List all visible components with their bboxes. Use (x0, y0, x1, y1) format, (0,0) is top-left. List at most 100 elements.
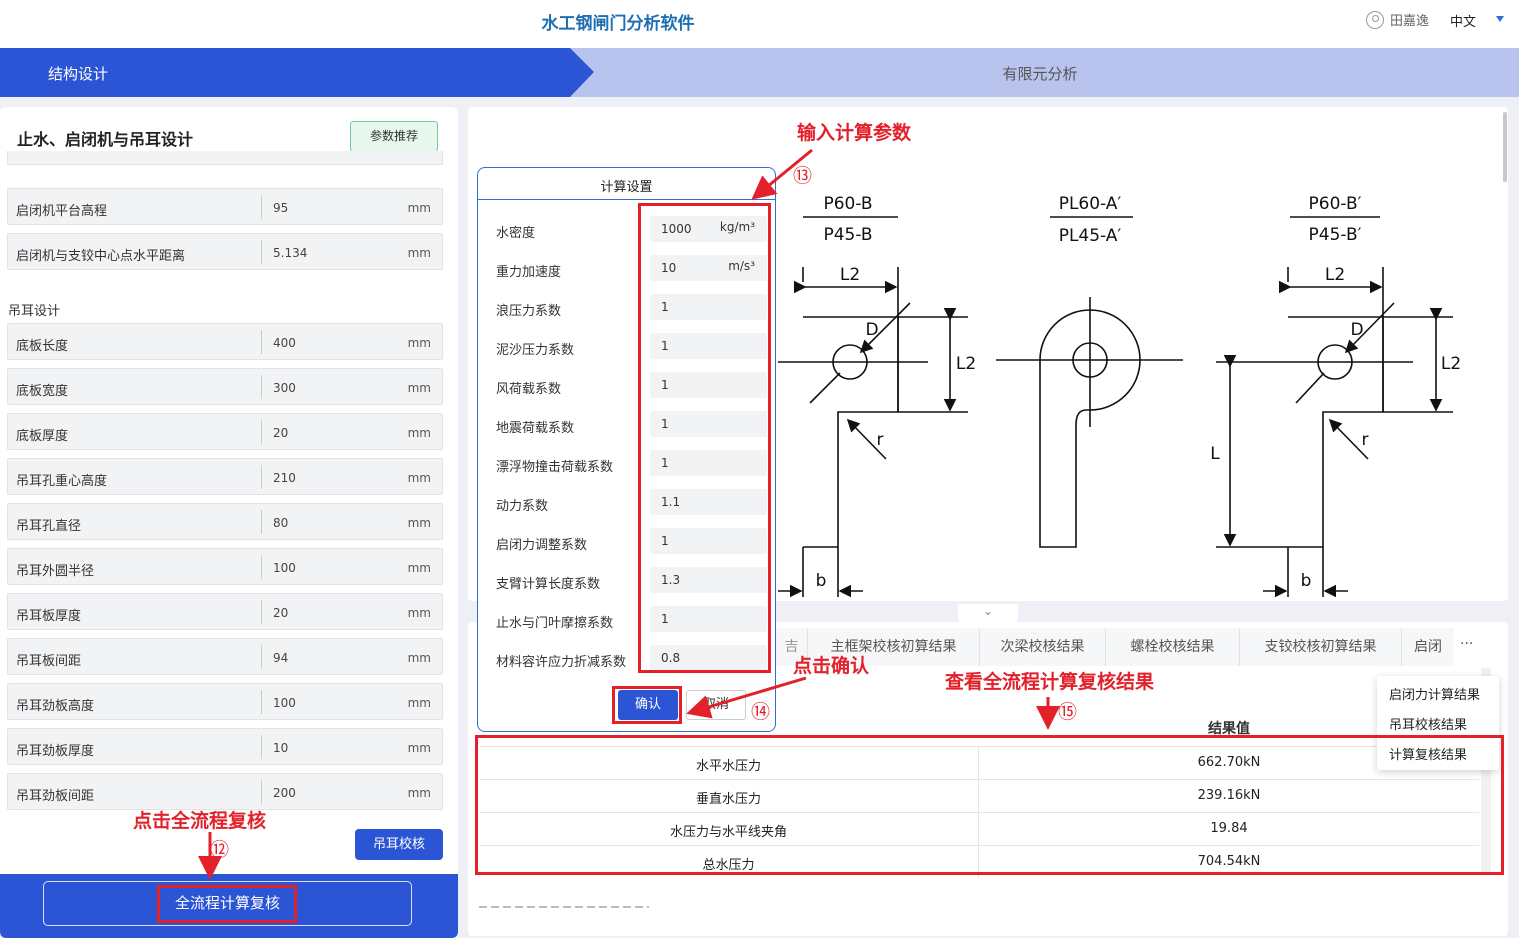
more-tabs-icon[interactable]: ··· (1460, 636, 1474, 652)
chevron-down-icon[interactable]: ⌄ (958, 604, 1018, 626)
row-unit: mm (407, 786, 431, 800)
tab-hoist[interactable]: 启闭 (1402, 628, 1454, 666)
dialog-field-input[interactable]: 1 (650, 294, 767, 320)
param-recommend-button[interactable]: 参数推荐 (350, 121, 438, 152)
row-input[interactable]: 10 (273, 741, 289, 755)
row-input[interactable]: 400 (273, 336, 296, 350)
tab-hinge[interactable]: 支铰校核初算结果 (1240, 628, 1402, 666)
result-value: 19.84 (1210, 821, 1248, 836)
dialog-field-label: 漂浮物撞击荷载系数 (496, 460, 614, 475)
dialog-field-input[interactable]: 1 (650, 372, 767, 398)
row-input[interactable]: 100 (273, 696, 296, 710)
d1-bot-label: P45-B (823, 225, 872, 245)
step-fea[interactable]: 有限元分析 (1002, 65, 1078, 83)
result-value: 662.70kN (1197, 755, 1261, 770)
row-label: 底板长度 (16, 339, 69, 354)
row-unit: mm (407, 426, 431, 440)
row-input[interactable]: 20 (273, 426, 289, 440)
d1-r-label: r (877, 430, 884, 450)
dropdown-item-hoist-force[interactable]: 启闭力计算结果 (1389, 688, 1481, 703)
dialog-field-label: 止水与门叶摩擦系数 (496, 616, 614, 631)
user-menu[interactable]: 田嘉逸 (1366, 10, 1429, 29)
result-name: 垂直水压力 (695, 792, 761, 807)
dropdown-item-lug-check[interactable]: 吊耳校核结果 (1389, 718, 1468, 733)
annotation-num-14: ⑭ (751, 701, 771, 723)
row-label: 吊耳劲板厚度 (16, 744, 95, 759)
annotation-num-13: ⑬ (793, 165, 813, 187)
step-structure-design[interactable]: 结构设计 (0, 48, 594, 97)
row-label: 底板厚度 (16, 429, 69, 444)
row-input[interactable]: 100 (273, 561, 296, 575)
form-row: 启闭机与支铰中心点水平距离 5.134 mm (7, 233, 443, 270)
row-label: 吊耳孔重心高度 (16, 474, 108, 489)
d3-b-label: b (1301, 571, 1312, 591)
dialog-field-label: 地震荷载系数 (496, 421, 575, 436)
annotation-num-15: ⑮ (1058, 701, 1078, 723)
field-value: 1.3 (661, 573, 681, 587)
dialog-field-label: 浪压力系数 (496, 304, 562, 319)
fullflow-check-button[interactable]: 全流程计算复核 (43, 881, 412, 926)
dialog-field-input[interactable]: 1 (650, 606, 767, 632)
results-scrollbar[interactable] (1481, 668, 1491, 873)
row-input[interactable]: 210 (273, 471, 296, 485)
row-unit: mm (407, 651, 431, 665)
row-input[interactable]: 80 (273, 516, 289, 530)
row-input[interactable]: 95 (273, 201, 289, 215)
field-value: 1.1 (661, 495, 681, 509)
row-unit: mm (407, 381, 431, 395)
d2-bot-label: PL45-A′ (1059, 226, 1122, 246)
dialog-field-label: 支臂计算长度系数 (496, 577, 601, 592)
dialog-field-label: 动力系数 (496, 499, 549, 514)
tab-main-frame[interactable]: 主框架校核初算结果 (808, 628, 980, 666)
result-name: 水平水压力 (695, 759, 761, 774)
row-input[interactable]: 200 (273, 786, 296, 800)
tab-secondary-beam[interactable]: 次梁校核结果 (980, 628, 1106, 666)
tab-partial[interactable]: 吉 (776, 628, 808, 666)
language-select[interactable]: 中文 (1450, 15, 1477, 30)
app-title: 水工钢闸门分析软件 (541, 14, 695, 34)
d3-L2-label: L2 (1325, 265, 1345, 285)
dialog-field-input[interactable]: 1 (650, 528, 767, 554)
result-value: 239.16kN (1197, 788, 1261, 803)
annotation-click-fullflow: 点击全流程复核 (133, 810, 267, 832)
dialog-field-input[interactable]: 1 (650, 333, 767, 359)
result-name: 总水压力 (702, 858, 755, 873)
diagram-scrollbar[interactable] (1503, 112, 1507, 182)
row-input[interactable]: 5.134 (273, 246, 308, 260)
cancel-button[interactable]: 取消 (686, 690, 746, 720)
d1-D-label: D (865, 320, 878, 340)
caret-down-icon[interactable] (1496, 16, 1504, 22)
row-input[interactable]: 300 (273, 381, 296, 395)
row-input[interactable]: 94 (273, 651, 289, 665)
dialog-field-label: 重力加速度 (496, 265, 562, 280)
d3-top-label: P60-B′ (1309, 194, 1362, 214)
dialog-field-input[interactable]: 1.3 (650, 567, 767, 593)
result-value: 704.54kN (1197, 854, 1261, 869)
dialog-field-label: 水密度 (496, 226, 536, 241)
dialog-field-input[interactable]: 1.1 (650, 489, 767, 515)
row-unit: mm (407, 741, 431, 755)
confirm-button[interactable]: 确认 (618, 690, 678, 720)
dialog-field-input[interactable]: 0.8 (650, 645, 767, 671)
dialog-field-input[interactable]: 1 (650, 450, 767, 476)
annotation-input-params: 输入计算参数 (797, 122, 912, 144)
field-value: 1 (661, 378, 669, 392)
lug-check-button[interactable]: 吊耳校核 (355, 829, 443, 860)
dropdown-item-recheck[interactable]: 计算复核结果 (1389, 748, 1468, 763)
dialog-field-input[interactable]: 1 (650, 411, 767, 437)
row-label: 吊耳外圆半径 (16, 564, 95, 579)
d1-L2v-label: L2 (956, 354, 976, 374)
tab-bolt[interactable]: 螺栓校核结果 (1106, 628, 1240, 666)
row-input[interactable]: 20 (273, 606, 289, 620)
field-value: 1 (661, 417, 669, 431)
hidden-text-fragment (479, 906, 649, 908)
tabs-overflow-dropdown: 启闭力计算结果 吊耳校核结果 计算复核结果 (1377, 676, 1499, 770)
